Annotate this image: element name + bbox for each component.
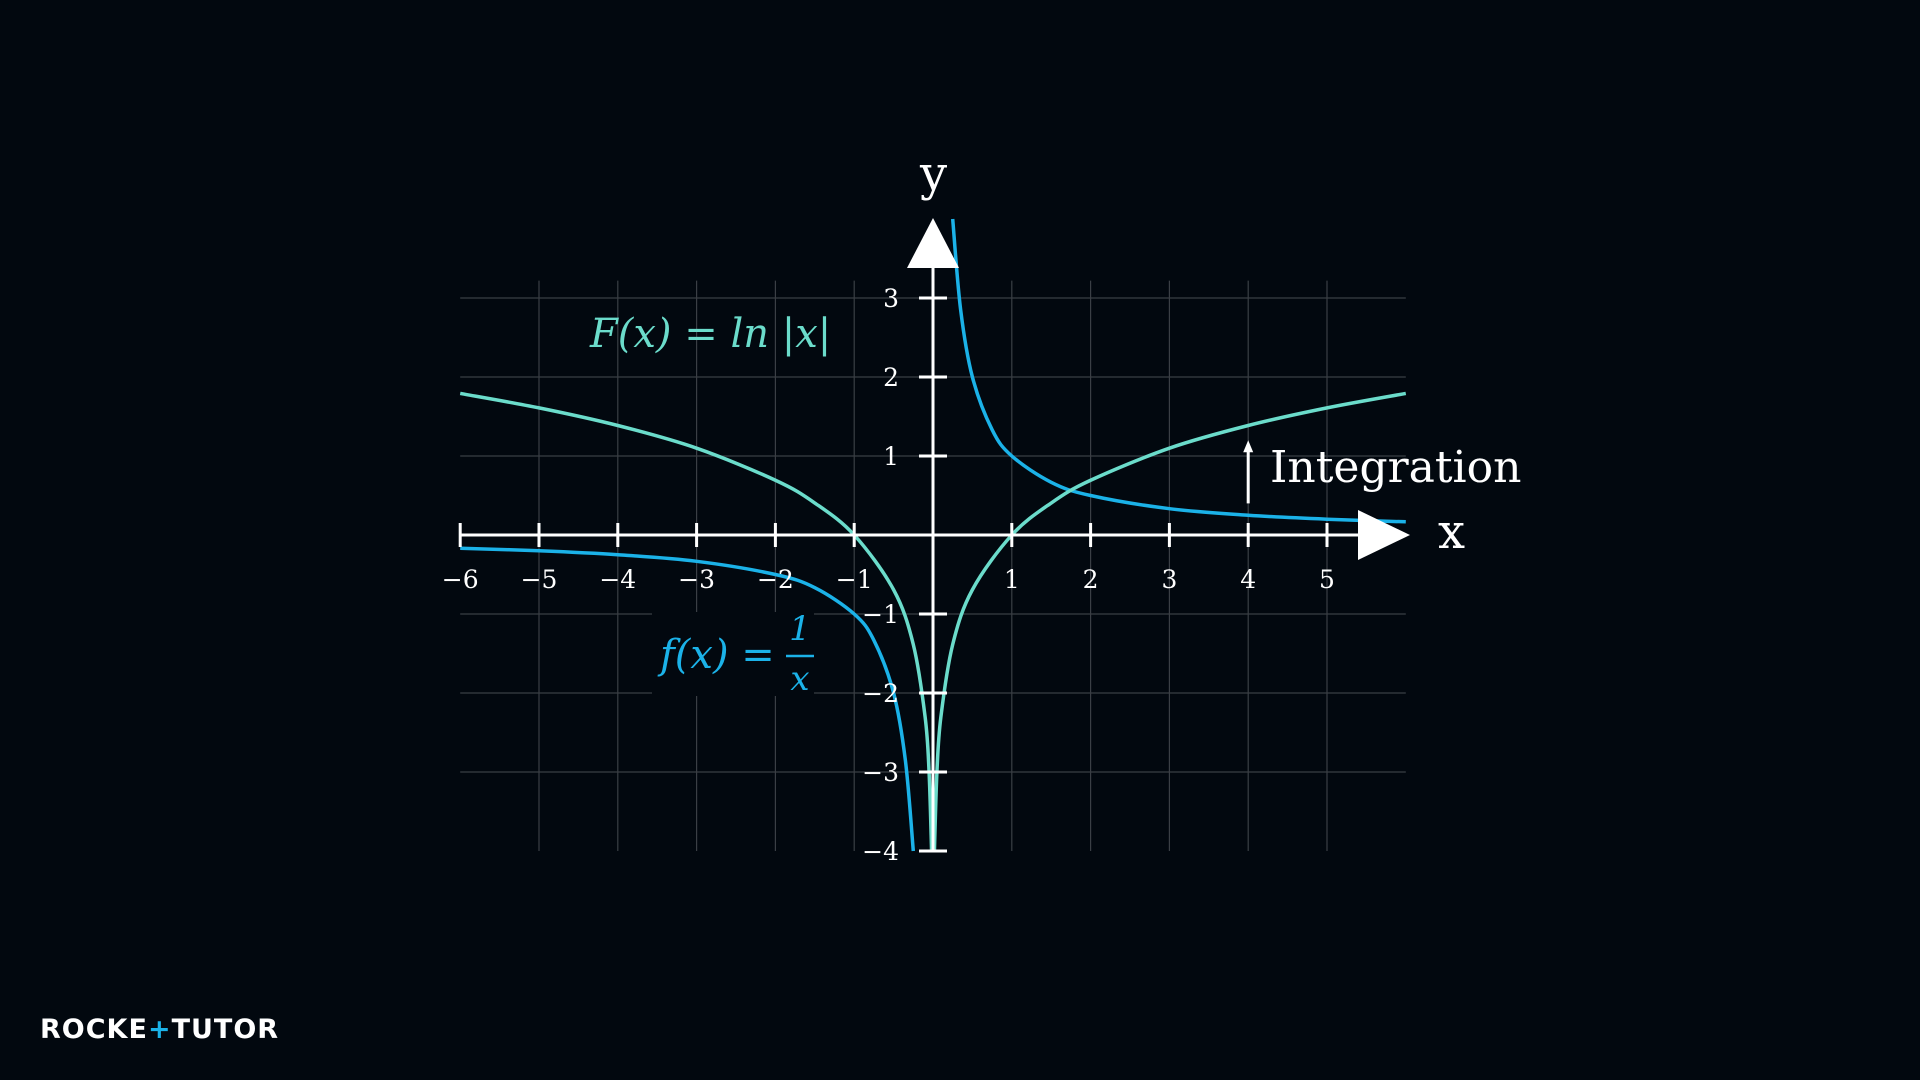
logo-plus-mark: + bbox=[148, 1014, 172, 1045]
log-function-label: F(x) = ln |x| bbox=[589, 311, 831, 357]
axes bbox=[460, 218, 1410, 851]
x-tick-label: 4 bbox=[1240, 565, 1256, 594]
x-tick-label: −4 bbox=[599, 565, 636, 594]
logo-part-tuto: TUTO bbox=[172, 1014, 258, 1045]
y-axis-label: y bbox=[919, 146, 947, 202]
x-tick-label: 3 bbox=[1161, 565, 1177, 594]
reciprocal-curve bbox=[950, 218, 1406, 524]
y-tick-label: 3 bbox=[883, 284, 899, 313]
x-tick-label: −5 bbox=[521, 565, 558, 594]
x-tick-label: −6 bbox=[442, 565, 479, 594]
x-tick-label: 2 bbox=[1083, 565, 1099, 594]
y-tick-label: 1 bbox=[883, 442, 899, 471]
y-tick-label: −3 bbox=[862, 758, 899, 787]
reciprocal-label-numerator: 1 bbox=[789, 609, 811, 649]
logo-part-r: R bbox=[257, 1014, 279, 1045]
x-tick-label: −3 bbox=[678, 565, 715, 594]
ticks: −6 −5 −4 −3 −2 −1 1 2 3 4 5 −4 −3 −2 −1 1 2 3 bbox=[442, 284, 1335, 866]
x-tick-label: 1 bbox=[1004, 565, 1020, 594]
integration-arrow-head bbox=[1243, 440, 1254, 453]
rocket-tutor-logo: ROCKE+TUTOR bbox=[40, 1014, 279, 1045]
integration-annotation bbox=[1243, 440, 1254, 504]
reciprocal-function-label: f(x) = 1 x bbox=[652, 609, 814, 699]
logo-part-rocke: ROCKE bbox=[40, 1014, 148, 1045]
y-tick-label: 2 bbox=[883, 363, 899, 392]
x-tick-label: −1 bbox=[836, 565, 873, 594]
reciprocal-label-lhs: f(x) = bbox=[657, 632, 775, 678]
x-axis-label: x bbox=[1438, 504, 1465, 560]
curves bbox=[459, 218, 1407, 852]
x-tick-label: −2 bbox=[757, 565, 794, 594]
svg-text:ROCKE+TUTOR: ROCKE+TUTOR bbox=[40, 1014, 279, 1045]
x-axis-arrowhead bbox=[1358, 510, 1410, 560]
reciprocal-label-denominator: x bbox=[790, 659, 809, 699]
log-curve bbox=[459, 391, 934, 852]
reciprocal-label-backdrop bbox=[652, 612, 814, 696]
x-tick-label: 5 bbox=[1319, 565, 1335, 594]
log-curve bbox=[932, 391, 1407, 852]
y-tick-label: −1 bbox=[862, 600, 899, 629]
y-tick-label: −4 bbox=[862, 837, 899, 866]
reciprocal-curve bbox=[460, 546, 916, 852]
y-axis-arrowhead bbox=[907, 218, 959, 268]
integration-label: Integration bbox=[1270, 442, 1521, 493]
y-tick-label: −2 bbox=[862, 679, 899, 708]
